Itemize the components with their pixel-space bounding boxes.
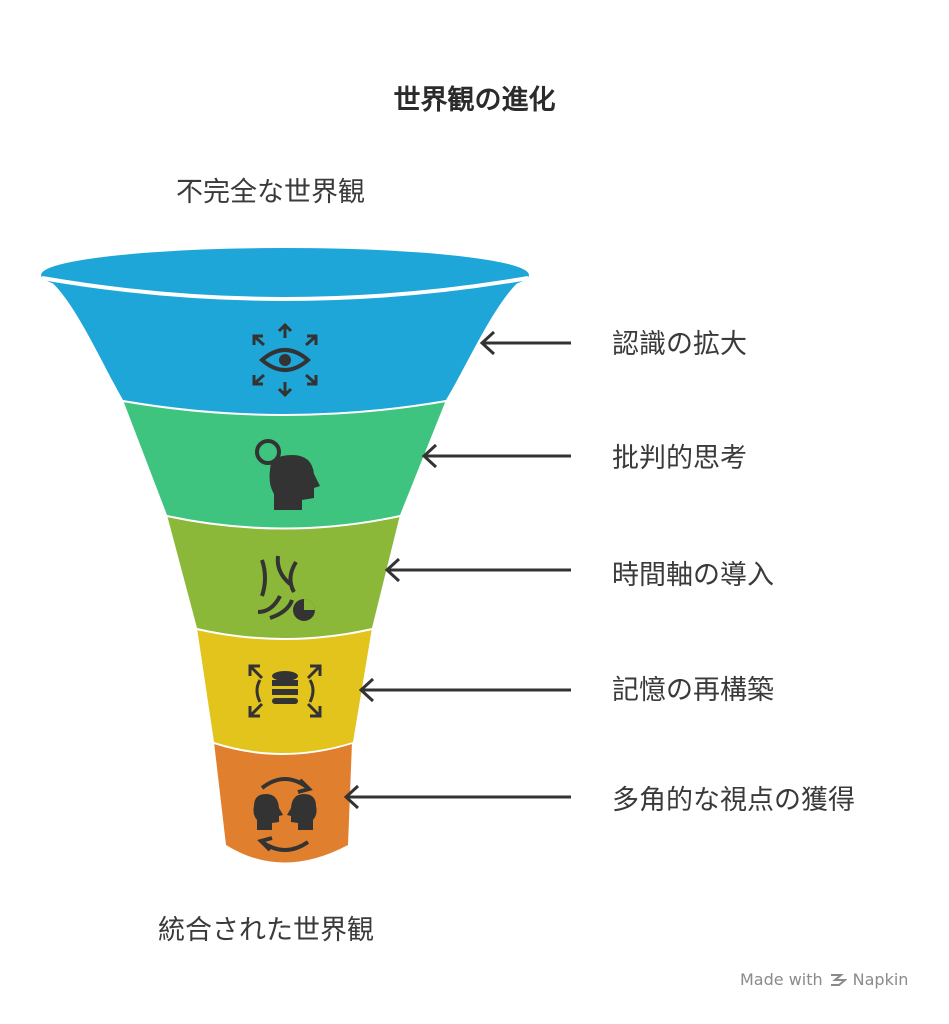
- arrow-2: [421, 443, 571, 469]
- diagram-title: 世界観の進化: [393, 85, 556, 116]
- arrow-5: [343, 784, 571, 810]
- made-with-text: Made with: [740, 970, 823, 989]
- stage-label-1: 認識の拡大: [612, 329, 747, 360]
- eye-expand-icon: [252, 322, 318, 398]
- arrows: [343, 330, 571, 810]
- stage-label-3: 時間軸の導入: [612, 560, 774, 591]
- made-with-credit[interactable]: Made with Napkin: [740, 970, 908, 989]
- funnel-rim: [41, 248, 529, 302]
- funnel-rim-highlight: [41, 276, 529, 301]
- head-search-icon: [255, 439, 320, 510]
- napkin-logo-icon: [830, 973, 847, 986]
- wind-clock-icon: [257, 555, 315, 621]
- stage-label-5: 多角的な視点の獲得: [612, 785, 855, 816]
- napkin-brand: Napkin: [852, 970, 909, 989]
- arrow-1: [479, 330, 571, 356]
- database-expand-icon: [248, 664, 322, 718]
- funnel-stage-5: [214, 742, 352, 863]
- bottom-label: 統合された世界観: [158, 915, 374, 946]
- arrow-4: [358, 677, 571, 703]
- top-label: 不完全な世界観: [176, 177, 365, 208]
- stage-label-4: 記憶の再構築: [612, 675, 774, 706]
- stage-label-2: 批判的思考: [612, 443, 747, 474]
- arrow-3: [384, 557, 571, 583]
- funnel-stage-1: [42, 275, 528, 414]
- people-exchange-icon: [253, 777, 317, 852]
